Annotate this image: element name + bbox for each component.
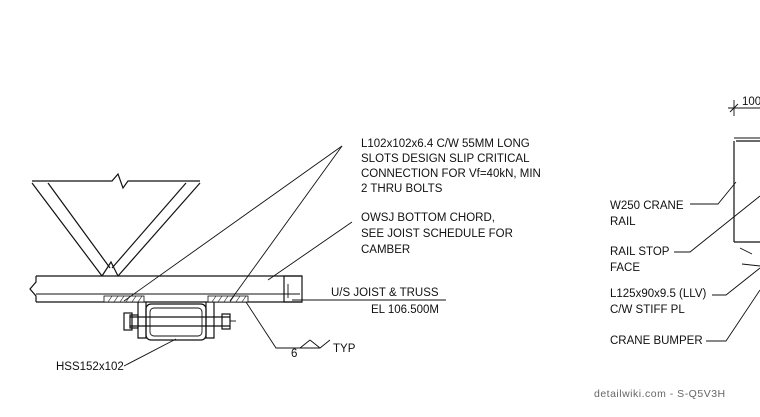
owsj-chord-line-1: OWSJ BOTTOM CHORD, <box>361 212 495 224</box>
crane-bumper-label: CRANE BUMPER <box>610 335 703 347</box>
rail-stop-line-1: RAIL STOP <box>610 246 670 258</box>
angle-stiff-line-1: L125x90x9.5 (LLV) <box>610 288 706 300</box>
angle-connection-line-2: SLOTS DESIGN SLIP CRITICAL <box>361 153 530 165</box>
angle-connection-line-4: 2 THRU BOLTS <box>361 183 443 195</box>
leader-lines <box>123 145 446 367</box>
weld-typ-label: TYP <box>333 343 356 355</box>
hss-label: HSS152x102 <box>56 361 124 373</box>
rail-stop-line-2: FACE <box>610 262 640 274</box>
truss-web-members <box>31 172 201 277</box>
angle-stiff-line-2: C/W STIFF PL <box>610 304 685 316</box>
angle-connection-line-1: L102x102x6.4 C/W 55MM LONG <box>361 138 530 150</box>
thru-bolt <box>123 312 236 331</box>
elevation-label: EL 106.500M <box>371 304 439 316</box>
rail-stop-callout: RAIL STOP FACE <box>610 246 672 274</box>
owsj-chord-line-2: SEE JOIST SCHEDULE FOR <box>361 228 513 240</box>
us-joist-label: U/S JOIST & TRUSS <box>331 287 439 299</box>
owsj-chord-line-3: CAMBER <box>361 244 410 256</box>
dimension-label: 100 <box>742 96 760 108</box>
w250-rail-callout: W250 CRANE RAIL <box>610 200 687 228</box>
bottom-chord <box>29 275 303 303</box>
angle-connection-line-3: CONNECTION FOR Vf=40kN, MIN <box>361 168 541 180</box>
hss-beam <box>145 303 207 341</box>
angle-connection-callout: L102x102x6.4 C/W 55MM LONG SLOTS DESIGN … <box>361 138 544 195</box>
crane-rail-detail <box>674 100 760 342</box>
watermark: detailwiki.com - S-Q5V3H <box>594 388 726 400</box>
angle-stiff-callout: L125x90x9.5 (LLV) C/W STIFF PL <box>610 288 710 316</box>
owsj-chord-callout: OWSJ BOTTOM CHORD, SEE JOIST SCHEDULE FO… <box>361 212 516 256</box>
w250-rail-line-1: W250 CRANE <box>610 200 684 212</box>
w250-rail-line-2: RAIL <box>610 216 636 228</box>
weld-size-label: 6 <box>291 348 297 360</box>
